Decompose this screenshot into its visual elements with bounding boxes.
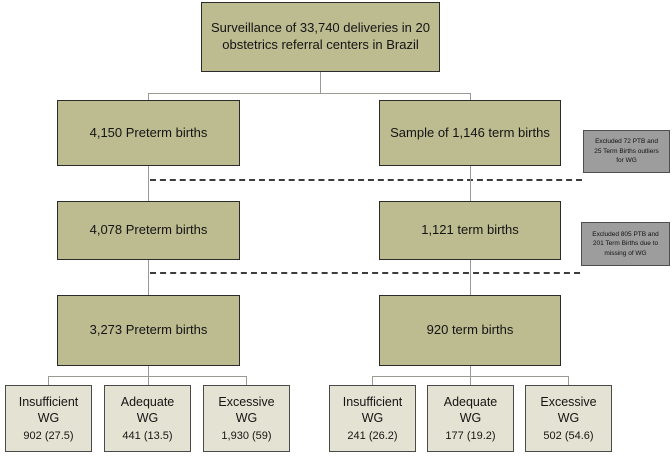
node-term-adequate-value: 177 (19.2) [445, 429, 496, 442]
node-term-excessive[interactable]: Excessive WG 502 (54.6) [525, 385, 612, 452]
node-preterm-3273-label: 3,273 Preterm births [89, 322, 208, 338]
node-term-insufficient[interactable]: Insufficient WG 241 (26.2) [329, 385, 416, 452]
connector-drop-preterm-4150 [148, 93, 149, 100]
connector-to-preterm-4078 [148, 179, 149, 201]
connector-preterm-4078-down [148, 260, 149, 272]
node-surveillance[interactable]: Surveillance of 33,740 deliveries in 20 … [201, 2, 440, 72]
node-preterm-insufficient-value: 902 (27.5) [23, 429, 74, 442]
node-preterm-adequate-value: 441 (13.5) [122, 429, 173, 442]
dashed-exclusion-line-2 [150, 272, 580, 274]
node-term-insufficient-label: Insufficient WG [342, 394, 403, 425]
dashed-exclusion-line-1 [150, 179, 582, 181]
node-preterm-4078-label: 4,078 Preterm births [89, 222, 208, 238]
node-term-sample-1146[interactable]: Sample of 1,146 term births [379, 100, 561, 166]
node-term-1121-label: 1,121 term births [421, 222, 519, 238]
node-preterm-4078[interactable]: 4,078 Preterm births [57, 201, 240, 260]
node-preterm-insufficient-label: Insufficient WG [18, 394, 79, 425]
connector-title-to-row2 [320, 72, 321, 94]
connector-drop-term-1146 [470, 93, 471, 100]
connector-preterm-outcome-bus [48, 376, 246, 377]
node-preterm-adequate-label: Adequate WG [120, 394, 175, 425]
connector-to-term-920 [470, 272, 471, 295]
connector-drop-term-excessive [568, 376, 569, 385]
connector-term-920-down [470, 366, 471, 376]
connector-term-1121-down [470, 260, 471, 272]
node-term-1121[interactable]: 1,121 term births [379, 201, 561, 260]
node-exclusion-outliers[interactable]: Excluded 72 PTB and 25 Term Births outli… [583, 130, 670, 173]
node-preterm-excessive-label: Excessive WG [218, 394, 275, 425]
node-exclusion-missing[interactable]: Excluded 805 PTB and 201 Term Births due… [581, 222, 670, 266]
connector-preterm-4150-down [148, 166, 149, 179]
node-term-920-label: 920 term births [426, 322, 514, 338]
connector-term-1146-down [470, 166, 471, 179]
connector-to-term-1121 [470, 179, 471, 201]
node-exclusion-missing-label: Excluded 805 PTB and 201 Term Births due… [592, 230, 659, 257]
connector-drop-preterm-adequate [148, 376, 149, 385]
node-preterm-4150[interactable]: 4,150 Preterm births [57, 100, 240, 166]
node-term-excessive-value: 502 (54.6) [543, 429, 594, 442]
connector-drop-term-adequate [470, 376, 471, 385]
node-term-920[interactable]: 920 term births [379, 295, 561, 366]
connector-row2-bus [148, 93, 471, 94]
node-preterm-4150-label: 4,150 Preterm births [89, 124, 208, 140]
node-preterm-excessive-value: 1,930 (59) [221, 429, 272, 442]
node-preterm-insufficient[interactable]: Insufficient WG 902 (27.5) [5, 385, 92, 452]
node-term-sample-1146-label: Sample of 1,146 term births [390, 124, 550, 140]
node-exclusion-outliers-label: Excluded 72 PTB and 25 Term Births outli… [594, 138, 659, 165]
connector-drop-term-insufficient [372, 376, 373, 385]
node-preterm-excessive[interactable]: Excessive WG 1,930 (59) [203, 385, 290, 452]
node-term-insufficient-value: 241 (26.2) [347, 429, 398, 442]
node-preterm-3273[interactable]: 3,273 Preterm births [57, 295, 240, 366]
connector-drop-preterm-insufficient [48, 376, 49, 385]
connector-drop-preterm-excessive [246, 376, 247, 385]
node-preterm-adequate[interactable]: Adequate WG 441 (13.5) [104, 385, 191, 452]
connector-to-preterm-3273 [148, 272, 149, 295]
node-term-excessive-label: Excessive WG [540, 394, 597, 425]
node-term-adequate[interactable]: Adequate WG 177 (19.2) [427, 385, 514, 452]
node-surveillance-label: Surveillance of 33,740 deliveries in 20 … [211, 20, 430, 52]
connector-preterm-3273-down [148, 366, 149, 376]
node-term-adequate-label: Adequate WG [443, 394, 498, 425]
